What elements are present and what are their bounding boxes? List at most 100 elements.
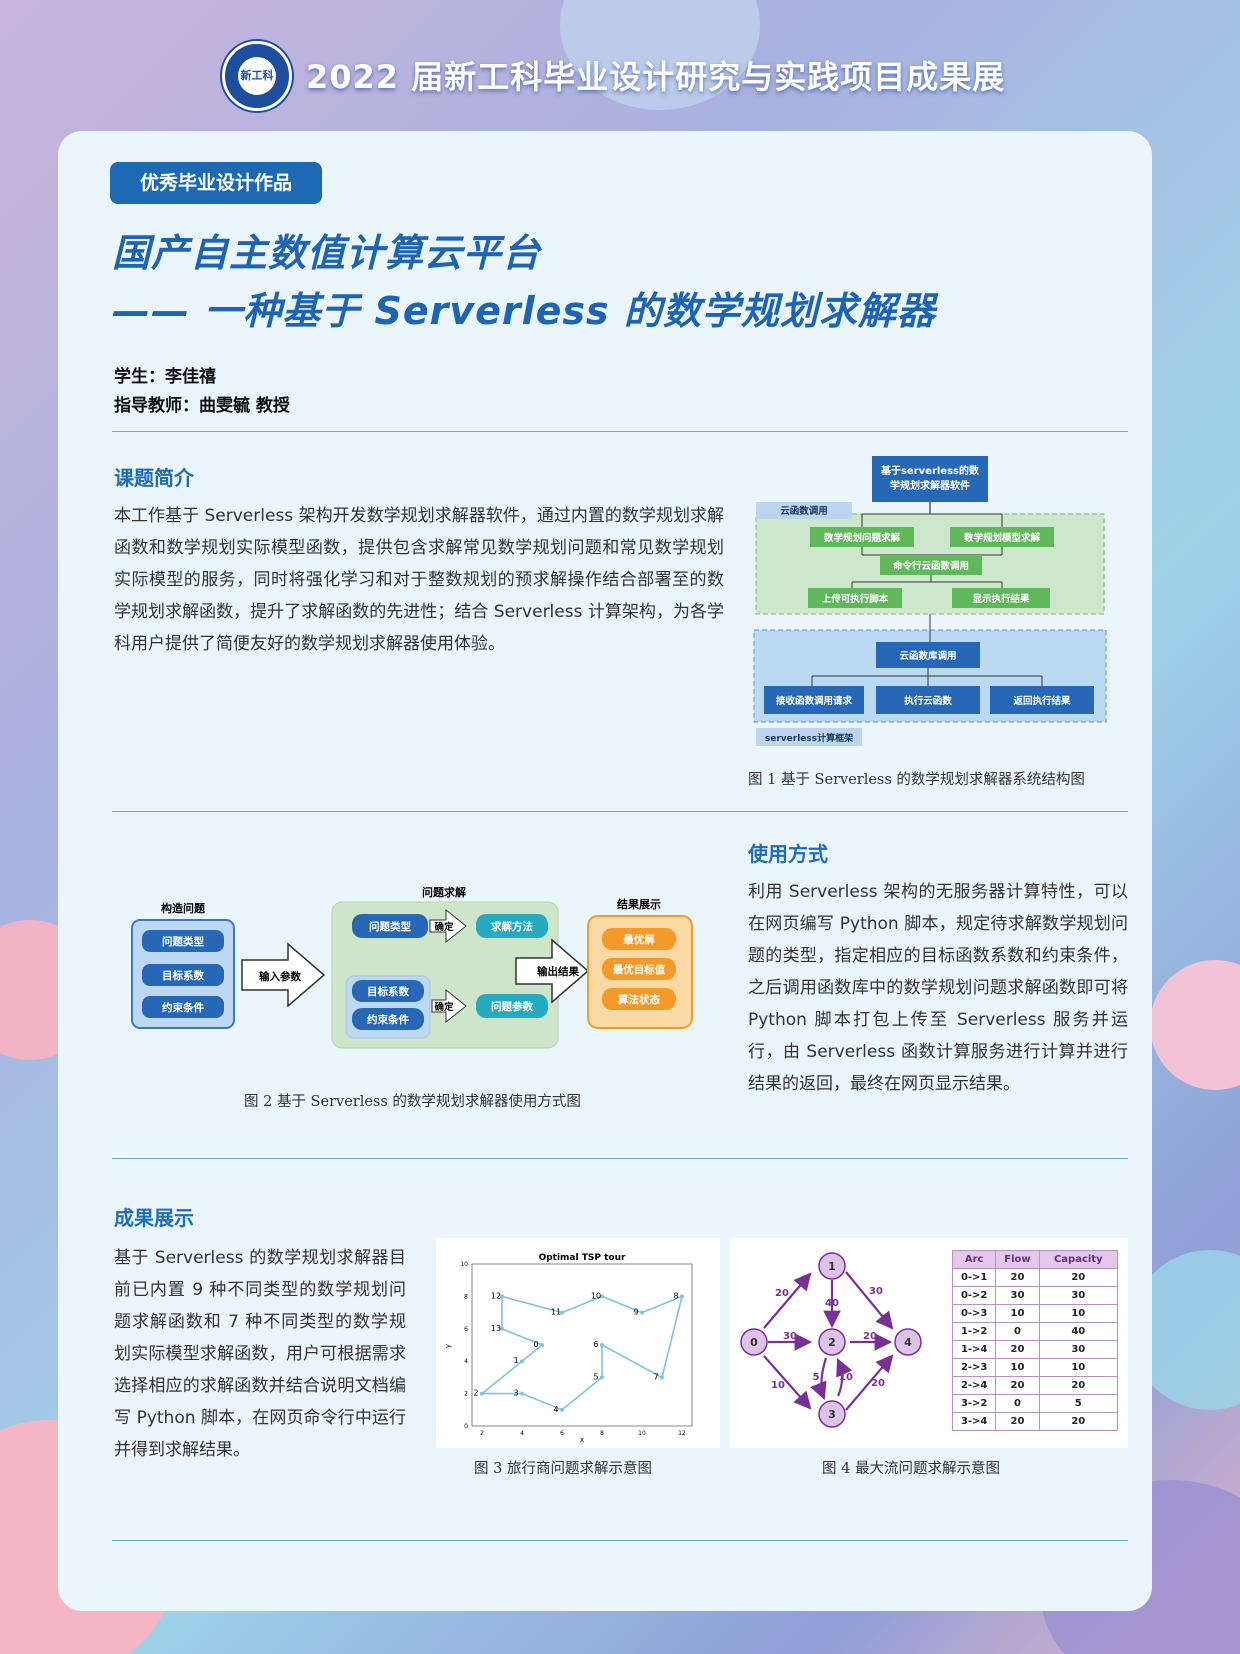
fig1-node-cli: 命令行云函数调用 <box>892 560 969 572</box>
tour-segment <box>501 1328 543 1346</box>
tour-segment <box>481 1360 523 1395</box>
x-tick-label: 10 <box>638 1430 646 1437</box>
city-label: 6 <box>593 1340 598 1349</box>
g2-item-param: 问题参数 <box>491 1000 533 1013</box>
node-label-3: 3 <box>828 1408 836 1421</box>
city-label: 7 <box>653 1372 658 1381</box>
group3-title: 结果展示 <box>616 897 661 911</box>
node-0 <box>740 1328 768 1356</box>
system-architecture-figure: 云函数调用 基于serverless的数 学规划求解器软件 数学规划问题求解 数… <box>752 452 1108 752</box>
tour-segment <box>561 1376 603 1411</box>
edge-label-0-3: 10 <box>771 1380 785 1391</box>
node-2 <box>818 1328 846 1356</box>
fig1-node-display: 显示执行结果 <box>972 593 1030 605</box>
tour-segment <box>601 1295 643 1314</box>
edge-label-3-4: 20 <box>871 1378 885 1389</box>
edge-3-4 <box>845 1354 894 1411</box>
g2-item-method: 求解方法 <box>491 920 533 933</box>
chart-title: Optimal TSP tour <box>539 1253 626 1263</box>
city-point <box>660 1375 664 1380</box>
tour-segment <box>521 1344 543 1362</box>
fig1-caption: 图 1 基于 Serverless 的数学规划求解器系统结构图 <box>748 772 1085 788</box>
city-point <box>560 1310 564 1315</box>
confirm-label-2: 确定 <box>434 1001 454 1013</box>
tour-segment <box>601 1344 663 1379</box>
logo-text: 新工科 <box>238 57 276 95</box>
y-axis-label: y <box>444 1344 452 1348</box>
x-tick-label: 2 <box>480 1430 484 1437</box>
award-tag: 优秀毕业设计作品 <box>110 162 322 204</box>
divider <box>112 431 1128 432</box>
fig1-node-model: 数学规划模型求解 <box>963 532 1041 544</box>
edge-0-1 <box>763 1272 812 1329</box>
cloud-call-label: 云函数调用 <box>780 505 828 517</box>
fig1-node-receive: 接收函数调用请求 <box>776 695 853 707</box>
y-tick-label: 6 <box>464 1326 468 1333</box>
city-label: 5 <box>593 1372 598 1381</box>
city-point <box>560 1407 564 1412</box>
fig1-node-upload: 上传可执行脚本 <box>822 593 889 605</box>
edge-label-0-1: 20 <box>775 1288 789 1299</box>
tour-segment <box>521 1392 563 1411</box>
edge-1-4 <box>845 1271 894 1330</box>
col-capacity: Capacity <box>1038 1250 1119 1269</box>
g3-item-solution: 最优解 <box>623 933 655 946</box>
usage-text: 利用 Serverless 架构的无服务器计算特性，可以在网页编写 Python… <box>748 882 1128 1094</box>
tour-segment <box>641 1295 683 1314</box>
city-label: 12 <box>491 1291 501 1300</box>
node-label-2: 2 <box>828 1336 836 1349</box>
fig3-caption: 图 3 旅行商问题求解示意图 <box>474 1461 652 1477</box>
x-tick-label: 6 <box>560 1430 564 1437</box>
fig1-top-node-line2: 学规划求解器软件 <box>890 479 970 492</box>
city-label: 11 <box>551 1308 561 1317</box>
g3-item-status: 算法状态 <box>618 993 660 1006</box>
y-tick-label: 2 <box>464 1391 468 1398</box>
edge-2-3 <box>810 1357 828 1401</box>
node-label-0: 0 <box>750 1336 758 1349</box>
tour-segment <box>661 1296 683 1378</box>
project-title: 国产自主数值计算云平台 <box>112 231 542 275</box>
city-point <box>480 1391 484 1396</box>
page-header: 新工科 2022 届新工科毕业设计研究与实践项目成果展 <box>0 38 1240 111</box>
divider <box>112 1158 1128 1159</box>
divider <box>112 1540 1128 1541</box>
fig1-node-return: 返回执行结果 <box>1013 695 1071 707</box>
confirm-label-1: 确定 <box>434 921 454 933</box>
edge-0-3 <box>763 1355 812 1410</box>
node-4 <box>894 1328 922 1356</box>
divider <box>112 811 1128 812</box>
city-point <box>500 1294 504 1299</box>
x-axis-label: x <box>580 1436 584 1444</box>
g1-item-coef: 目标系数 <box>162 969 204 982</box>
fig2-caption: 图 2 基于 Serverless 的数学规划求解器使用方式图 <box>244 1094 581 1110</box>
max-flow-figure: 20 30 10 40 30 20 10 5 20 0 1 2 3 4 Arc <box>730 1238 1128 1448</box>
fig1-node-problem: 数学规划问题求解 <box>823 532 901 544</box>
fig1-top-node: 基于serverless的数 <box>880 464 980 477</box>
edge-label-1-2: 40 <box>825 1298 839 1309</box>
edge-label-2-3: 10 <box>839 1372 853 1383</box>
node-1 <box>818 1252 846 1280</box>
node-label-1: 1 <box>828 1260 836 1273</box>
intro-text: 本工作基于 Serverless 架构开发数学规划求解器软件，通过内置的数学规划… <box>114 506 724 654</box>
fig4-caption: 图 4 最大流问题求解示意图 <box>822 1461 1000 1477</box>
edge-label-1-4: 30 <box>869 1286 883 1297</box>
tour-segment <box>501 1295 563 1314</box>
input-arrow <box>241 942 326 1008</box>
institution-logo: 新工科 <box>222 41 292 111</box>
col-flow: Flow <box>995 1250 1040 1269</box>
g2-item-type: 问题类型 <box>369 920 411 933</box>
y-tick-label: 10 <box>460 1261 468 1268</box>
node-3 <box>818 1400 846 1428</box>
plot-frame <box>471 1263 693 1427</box>
city-label: 13 <box>491 1324 501 1333</box>
city-label: 2 <box>473 1389 478 1398</box>
col-arc: Arc <box>951 1250 997 1269</box>
city-label: 9 <box>633 1308 638 1317</box>
group2-title: 问题求解 <box>422 885 466 899</box>
city-label: 1 <box>513 1356 518 1365</box>
